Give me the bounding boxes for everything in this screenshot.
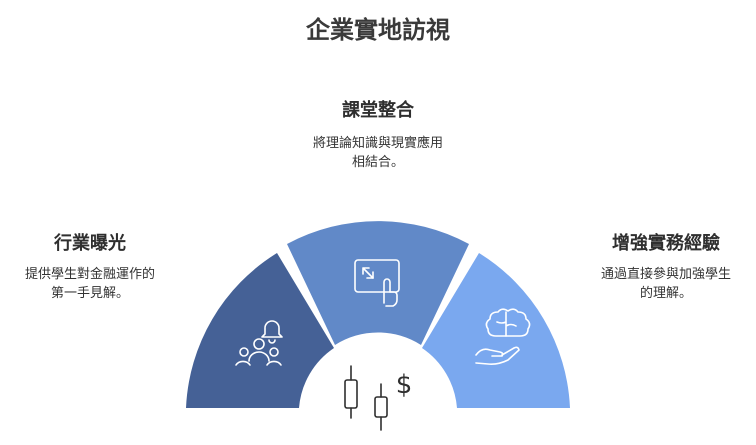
practical-title: 增強實務經驗: [612, 233, 720, 254]
segment-practical: [422, 253, 570, 408]
section-industry: 行業曝光 提供學生對金融運作的 第一手見解。: [0, 229, 180, 303]
section-practical: 增強實務經驗 通過直接參與加強學生 的理解。: [576, 229, 756, 303]
classroom-title: 課堂整合: [342, 100, 414, 121]
diagram-title: 企業實地訪視: [306, 16, 450, 44]
practical-desc-line2: 的理解。: [639, 286, 692, 301]
industry-desc-line1: 提供學生對金融運作的: [24, 267, 155, 282]
segment-industry: [186, 253, 334, 408]
classroom-desc: 將理論知識與現實應用 相結合。: [228, 134, 528, 172]
practical-desc: 通過直接參與加強學生 的理解。: [576, 265, 756, 303]
touch-screen-icon: [354, 259, 400, 307]
classroom-desc-line2: 相結合。: [351, 155, 404, 170]
brain-hand-icon: [475, 308, 531, 365]
industry-title: 行業曝光: [54, 233, 126, 254]
industry-desc-line2: 第一手見解。: [50, 286, 129, 301]
dollar-symbol: $: [396, 370, 413, 400]
classroom-desc-line1: 將理論知識與現實應用: [312, 136, 443, 151]
industry-desc: 提供學生對金融運作的 第一手見解。: [0, 265, 180, 303]
practical-desc-line1: 通過直接參與加強學生: [600, 267, 731, 282]
candlestick-dollar-icon: [344, 365, 388, 431]
group-notification-icon: [235, 320, 283, 366]
segment-classroom: [287, 221, 469, 345]
section-classroom: 課堂整合 將理論知識與現實應用 相結合。: [228, 96, 528, 172]
